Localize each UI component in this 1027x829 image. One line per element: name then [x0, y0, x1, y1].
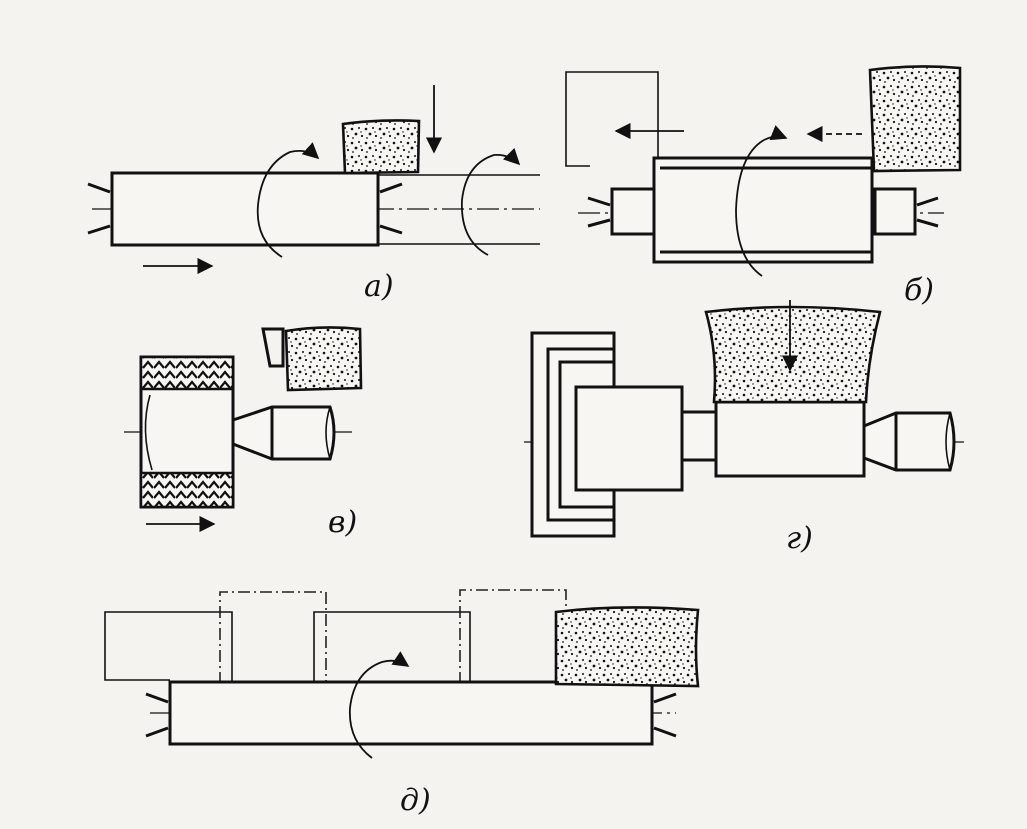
- wall-section-bottom-v: [139, 471, 235, 509]
- break-line-v: [144, 394, 153, 471]
- wheel-position-1-d: [219, 591, 327, 684]
- chuck-jaw-g: [574, 385, 684, 492]
- grinding-wheel-a: [341, 119, 421, 175]
- left-center-b: [587, 196, 611, 228]
- wheel-outline-small-v: [261, 327, 285, 368]
- panel-label-g: г): [786, 521, 813, 556]
- wheel-spindle-v: [231, 405, 336, 461]
- grinding-wheel-v: [284, 326, 363, 392]
- wall-section-top-v: [139, 355, 235, 391]
- wheel-retracted-outline-b: [565, 71, 659, 167]
- grinding-wheel-g: [704, 305, 882, 404]
- wheel-middle-outline-d: [313, 611, 471, 684]
- workpiece-g: [714, 400, 866, 478]
- right-center-b: [916, 196, 939, 228]
- panel-a: а): [87, 85, 540, 304]
- right-center-d: [653, 692, 677, 738]
- panel-label-a: а): [364, 269, 394, 304]
- workpiece-neck-g: [680, 410, 718, 462]
- rotation-arrow-a: [256, 142, 320, 258]
- rotation-arrow-d: [349, 651, 410, 759]
- panel-d: д): [104, 589, 700, 818]
- wheel-position-3-d: [459, 589, 567, 684]
- panel-b: б): [565, 65, 962, 308]
- workpiece-a: [110, 171, 380, 247]
- left-center-d: [145, 692, 169, 738]
- right-neck-b: [873, 187, 917, 236]
- spindle-end-v: [325, 406, 331, 460]
- grinding-wheel-b: [868, 65, 962, 173]
- panel-label-b: б): [904, 273, 934, 308]
- workpiece-b: [652, 156, 874, 264]
- panel-label-v: в): [328, 505, 357, 540]
- panel-label-d: д): [400, 783, 431, 818]
- center-end-g: [945, 412, 951, 471]
- rotation-arrow-b: [735, 125, 788, 277]
- panel-v: в): [124, 326, 363, 540]
- right-center-a: [379, 182, 403, 235]
- rotation-arrow-ghost-a: [461, 147, 521, 256]
- panel-g: г): [524, 300, 964, 556]
- grinding-wheel-d: [554, 606, 700, 688]
- wheel-left-outline-d: [104, 611, 233, 684]
- left-center-a: [87, 182, 111, 235]
- workpiece-d: [168, 680, 654, 746]
- tailstock-center-g: [862, 411, 956, 472]
